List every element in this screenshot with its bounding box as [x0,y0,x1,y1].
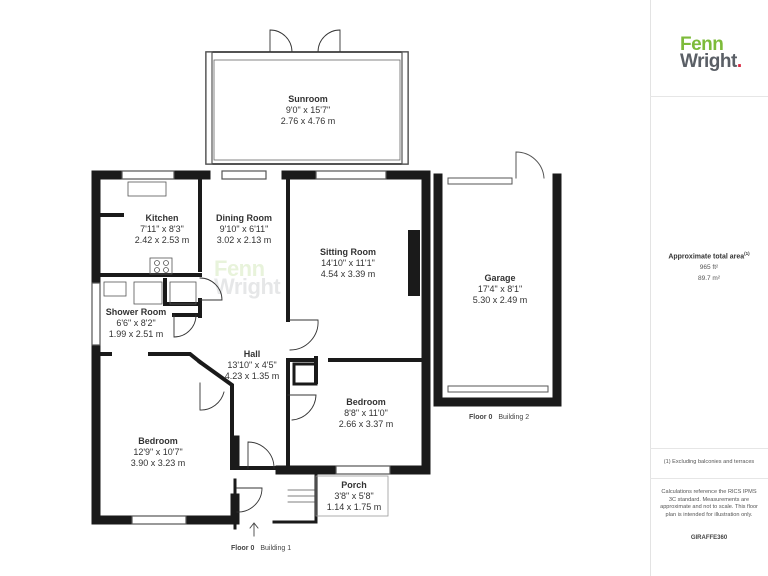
total-area-sqft: 965 ft² [699,264,719,271]
disclaimer: Calculations reference the RICS IPMS 3C … [660,489,758,518]
room-label-kitchen: Kitchen 7'11" x 8'3" 2.42 x 2.53 m [112,213,212,246]
windows [91,51,409,525]
room-metric: 5.30 x 2.49 m [472,295,528,305]
room-label-hall: Hall 13'10" x 4'5" 4.23 x 1.35 m [204,349,300,382]
watermark-logo: Fenn Wright [214,258,281,299]
door-swings [173,29,341,513]
room-name: Porch [341,480,367,490]
room-metric: 1.99 x 2.51 m [108,329,164,339]
building-name: Building 2 [498,414,530,421]
floor-number: Floor 0 [231,545,255,552]
cupboard [292,362,318,386]
watermark-line1: Fenn [214,256,265,281]
logo-dot: . [736,51,742,72]
room-name: Garage [484,273,516,283]
floor-label-building-2: Floor 0 Building 2 [469,414,529,421]
kitchen-fittings [127,181,173,275]
fenn-wright-logo: Fenn Wright. [680,34,742,72]
panel-divider [650,448,768,449]
total-area-title: Approximate total area(1) [650,251,768,260]
room-name: Bedroom [346,397,386,407]
room-label-bedroom-2: Bedroom 8'8" x 11'0" 2.66 x 3.37 m [318,397,414,430]
room-metric: 2.76 x 4.76 m [280,116,336,126]
room-imperial: 6'6" x 8'2" [116,318,156,328]
room-name: Sunroom [288,94,328,104]
room-name: Sitting Room [320,247,376,257]
interior-walls [98,176,426,472]
room-imperial: 9'0" x 15'7" [285,105,331,115]
floor-label-building-1: Floor 0 Building 1 [231,545,291,552]
room-imperial: 12'9" x 10'7" [133,447,183,457]
room-imperial: 3'8" x 5'8" [334,491,374,501]
room-label-garage: Garage 17'4" x 8'1" 5.30 x 2.49 m [452,273,548,306]
logo-line2: Wright [680,51,737,72]
room-imperial: 14'10" x 11'1" [321,258,375,268]
shower-fittings [103,281,197,305]
building-name: Building 1 [260,545,292,552]
footnote: (1) Excluding balconies and terraces [663,459,755,465]
room-name: Kitchen [145,213,179,223]
panel-divider [650,96,768,97]
room-imperial: 7'11" x 8'3" [140,224,184,234]
entrance-arrow [249,522,259,537]
watermark-line2: Wright [214,274,281,299]
room-metric: 3.02 x 2.13 m [216,235,272,245]
room-imperial: 9'10" x 6'11" [219,224,269,234]
total-area-sqm: 89.7 m² [697,275,721,282]
chimney-breast [408,230,420,296]
room-name: Shower Room [105,307,167,317]
room-metric: 3.90 x 3.23 m [130,458,186,468]
room-name: Dining Room [216,213,272,223]
room-label-sitting: Sitting Room 14'10" x 11'1" 4.54 x 3.39 … [300,247,396,280]
area-title-text: Approximate total area [668,253,745,261]
room-imperial: 8'8" x 11'0" [344,408,388,418]
room-name: Hall [243,349,261,359]
area-title-footnote-mark: (1) [744,251,750,256]
room-label-dining: Dining Room 9'10" x 6'11" 3.02 x 2.13 m [196,213,292,246]
garage-door [447,151,549,393]
room-imperial: 17'4" x 8'1" [477,284,523,294]
room-name: Bedroom [138,436,178,446]
garage-walls [433,173,562,407]
giraffe360-credit: GIRAFFE360 [690,535,728,541]
room-label-sunroom: Sunroom 9'0" x 15'7" 2.76 x 4.76 m [258,94,358,127]
room-label-porch: Porch 3'8" x 5'8" 1.14 x 1.75 m [316,480,392,513]
porch-steps [287,475,389,517]
room-metric: 2.42 x 2.53 m [134,235,190,245]
room-metric: 1.14 x 1.75 m [326,502,382,512]
room-imperial: 13'10" x 4'5" [227,360,277,370]
room-metric: 4.54 x 3.39 m [320,269,376,279]
room-label-bedroom-1: Bedroom 12'9" x 10'7" 3.90 x 3.23 m [110,436,206,469]
info-panel [650,0,768,576]
room-metric: 4.23 x 1.35 m [224,371,280,381]
panel-divider [650,478,768,479]
room-metric: 2.66 x 3.37 m [338,419,394,429]
logo-line1: Fenn [680,34,724,55]
floor-number: Floor 0 [469,414,493,421]
room-label-shower: Shower Room 6'6" x 8'2" 1.99 x 2.51 m [88,307,184,340]
floor-plan-drawing [91,29,562,537]
